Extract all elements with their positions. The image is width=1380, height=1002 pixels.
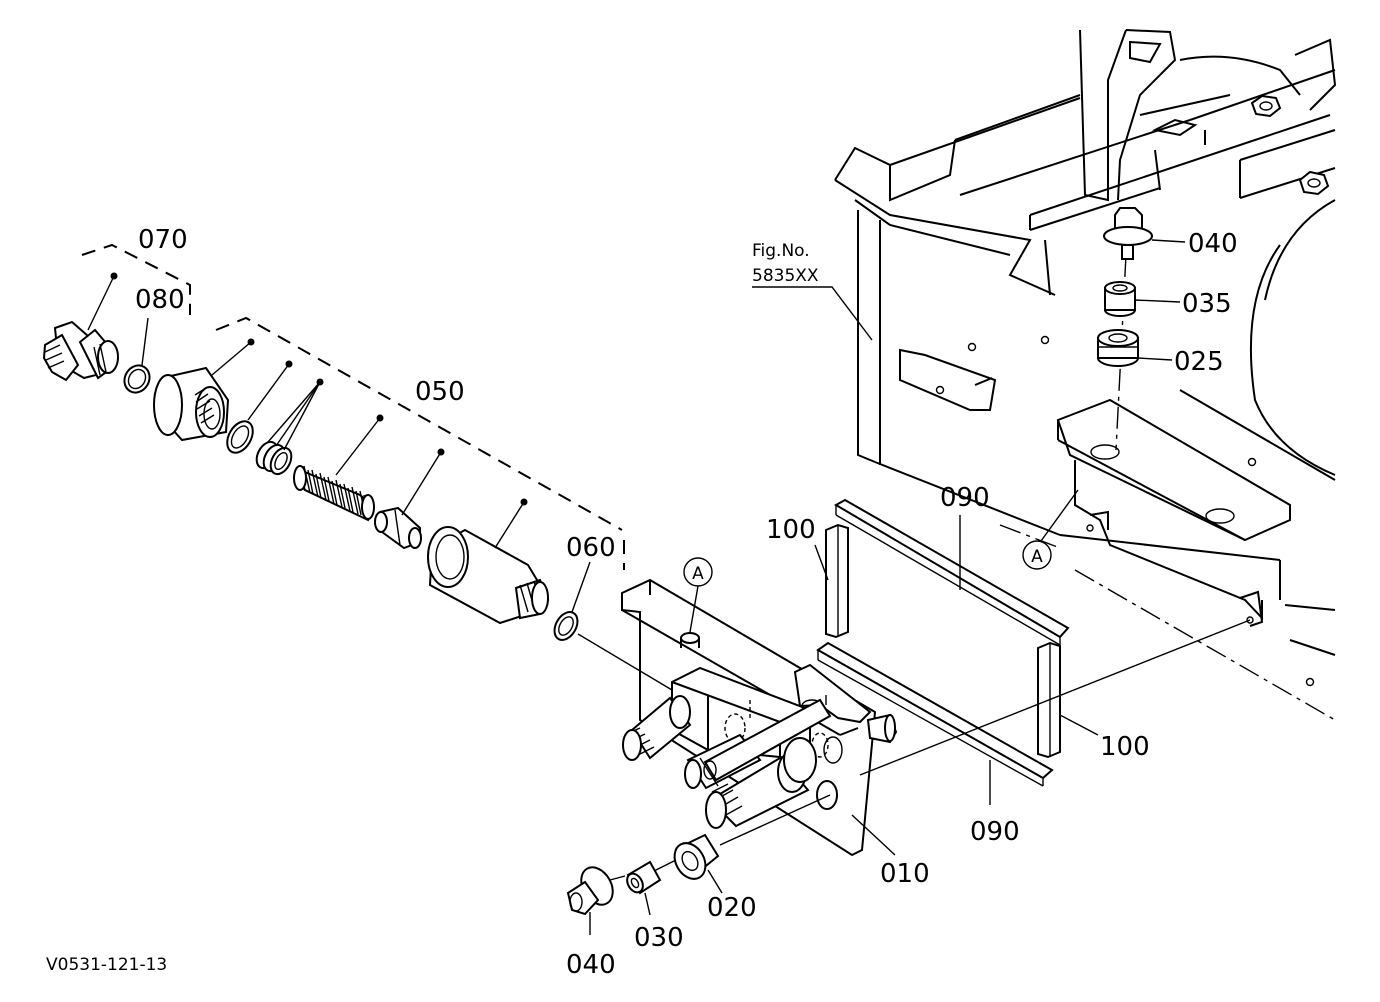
elbow-fitting-070 [42, 272, 119, 382]
ref-marker-a-right: A [1022, 489, 1079, 570]
callout-090-bottom: 090 [970, 817, 1020, 847]
group-050-bracket [215, 316, 623, 531]
bolt-040-top [1103, 207, 1153, 260]
figure-code: V0531-121-13 [46, 955, 167, 975]
callout-025: 025 [1174, 347, 1224, 377]
bushing-025 [1097, 329, 1139, 367]
callout-090-top: 090 [940, 483, 990, 513]
o-ring-080 [123, 317, 151, 394]
strip-090-bottom [816, 641, 1054, 780]
spacer-035 [1104, 281, 1136, 317]
frame-structure [834, 29, 1337, 721]
callout-080: 080 [135, 285, 185, 315]
strip-090-top [833, 498, 1070, 639]
bolt-040-bottom [566, 866, 626, 935]
small-rings [255, 378, 324, 476]
callout-100-left: 100 [766, 515, 816, 545]
group-070-bracket [81, 243, 191, 315]
callout-100-right: 100 [1100, 732, 1150, 762]
bushing-020 [673, 833, 723, 894]
o-ring-2 [226, 360, 293, 454]
callout-035: 035 [1182, 289, 1232, 319]
callout-030: 030 [634, 923, 684, 953]
upper-mount-parts [1097, 207, 1186, 451]
ref-marker-a-left: A [683, 557, 713, 633]
fig-ref-leader [752, 286, 873, 341]
svg-text:A: A [1031, 547, 1043, 567]
callout-010: 010 [880, 859, 930, 889]
callout-040-top: 040 [1188, 229, 1238, 259]
callout-060: 060 [566, 533, 616, 563]
valve-block-010 [621, 578, 1251, 857]
callout-070: 070 [138, 225, 188, 255]
lower-port-parts [566, 794, 831, 935]
o-ring-060 [553, 561, 591, 641]
callout-050: 050 [415, 377, 465, 407]
valve-body-cylinder [427, 498, 550, 625]
svg-text:A: A [692, 564, 704, 584]
spacer-030 [626, 860, 662, 916]
figure-reference: Fig.No. 5835XX [752, 241, 873, 341]
fitting-left [622, 695, 692, 761]
fig-ref-line2: 5835XX [752, 266, 819, 286]
fig-ref-line1: Fig.No. [752, 241, 810, 261]
strip-100-left [825, 523, 849, 639]
callout-labels: 070 080 050 060 040 035 025 090 100 100 … [135, 225, 1238, 980]
fitting-main [705, 737, 817, 829]
callout-040-bottom: 040 [566, 950, 616, 980]
valve-parts-exploded [42, 243, 673, 691]
valve-cap [153, 338, 255, 442]
rubber-strips [814, 498, 1099, 805]
poppet [374, 448, 445, 550]
spring [293, 414, 384, 522]
callout-020: 020 [707, 893, 757, 923]
